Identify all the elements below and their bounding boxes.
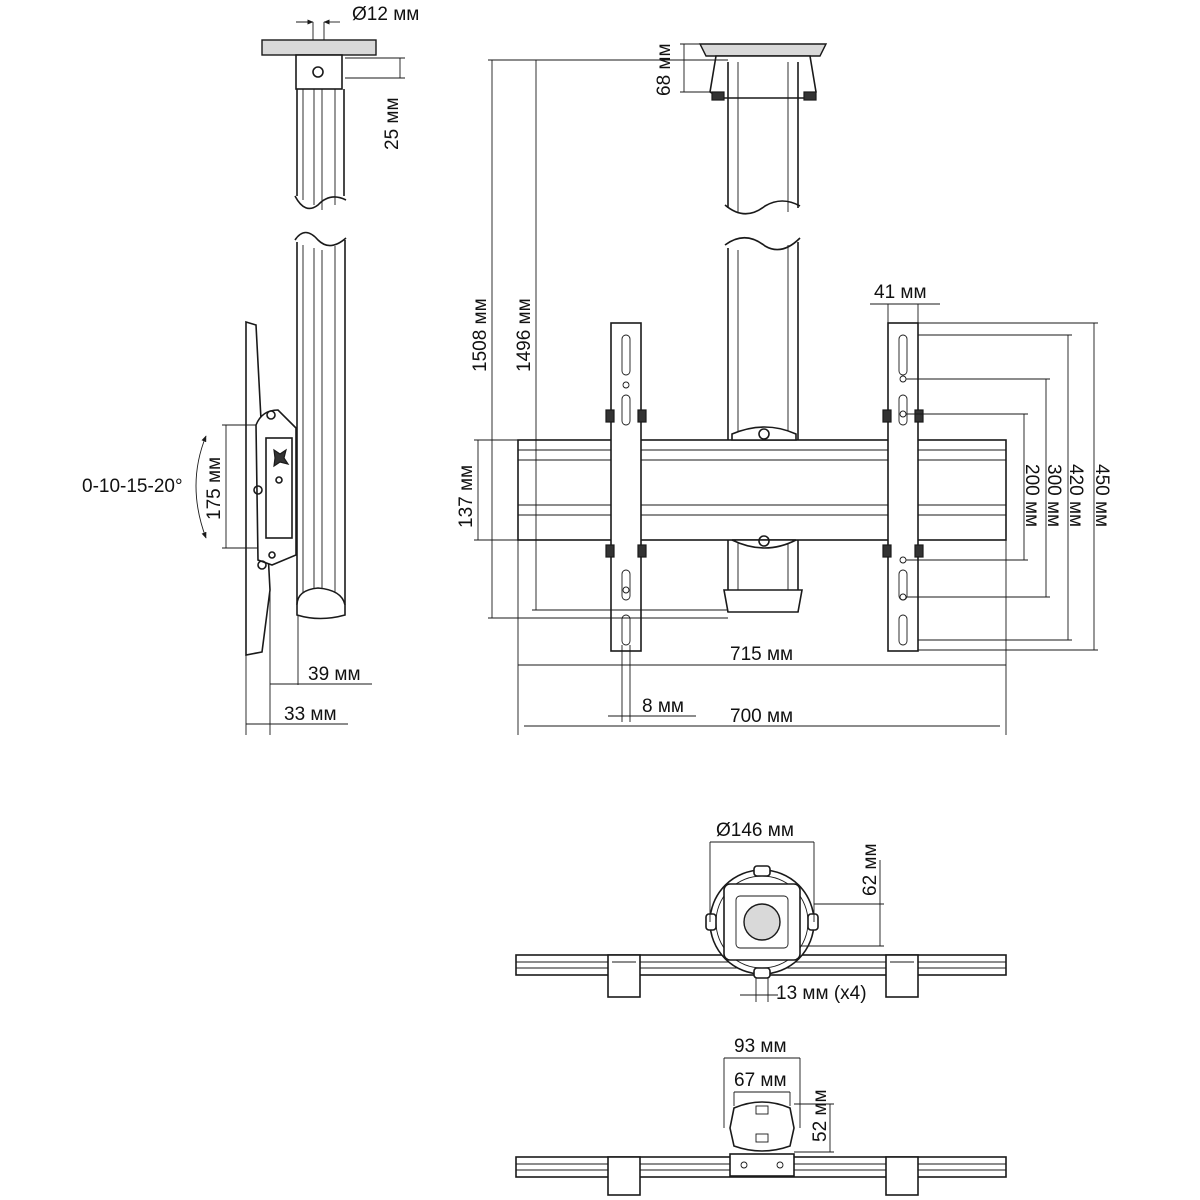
dim-column-height: 1496 мм (514, 298, 535, 372)
dim-rail-height: 137 мм (456, 465, 477, 528)
side-column-upper (294, 89, 347, 210)
dim-tilt-angles: 0-10-15-20° (82, 476, 183, 497)
side-view: Ø12 мм 25 мм 0-10-15-20° 175 мм 39 мм 33… (82, 4, 419, 735)
side-column-lower (294, 231, 347, 620)
front-view: 68 мм 1508 мм 1496 мм 137 мм 41 мм 450 м… (456, 43, 1112, 735)
dim-slot-offset: 8 мм (642, 696, 684, 717)
dim-depth-33: 33 мм (284, 704, 337, 725)
dim-bracket-height: 175 мм (204, 457, 225, 520)
front-column-lower (723, 236, 803, 613)
dim-flange-offset: 62 мм (860, 843, 881, 896)
dim-vesa-200: 200 мм (1021, 464, 1042, 527)
front-mounting-rail (517, 439, 1007, 541)
dim-pipe-diameter: Ø12 мм (352, 4, 419, 25)
dim-vesa-450: 450 мм (1091, 464, 1112, 527)
dim-upright-width: 41 мм (874, 282, 927, 303)
front-ceiling-bracket (709, 55, 817, 99)
side-tilt-cassette (265, 437, 293, 539)
top-left-clamp (607, 954, 641, 998)
dim-flange-diameter: Ø146 мм (716, 820, 794, 841)
bottom-right-clamp (885, 1156, 919, 1196)
top-view: Ø146 мм 62 мм 13 мм (x4) (515, 820, 1007, 1004)
front-ceiling-plate (698, 43, 828, 57)
dim-max-height: 1508 мм (470, 298, 491, 372)
dim-clamp-height: 52 мм (810, 1089, 831, 1142)
side-ceiling-bracket (295, 54, 343, 90)
tilt-arc (195, 435, 207, 539)
dim-total-width: 715 мм (730, 644, 793, 665)
logo-icon (273, 448, 290, 468)
dim-rail-width: 700 мм (730, 706, 793, 727)
dim-top-offset: 25 мм (382, 97, 403, 150)
right-upright (882, 322, 924, 652)
side-ceiling-plate (261, 39, 377, 56)
dim-clamp-width: 93 мм (734, 1036, 787, 1057)
side-bolt (312, 66, 324, 78)
front-column-upper (724, 62, 801, 215)
dim-hole-size: 13 мм (x4) (776, 983, 867, 1004)
left-upright (605, 322, 647, 652)
bottom-center-clamp (729, 1153, 795, 1177)
dim-vesa-300: 300 мм (1043, 464, 1064, 527)
top-right-clamp (885, 954, 919, 998)
bottom-view: 93 мм 67 мм 52 мм (515, 1036, 1007, 1196)
dim-vesa-420: 420 мм (1065, 464, 1086, 527)
dim-ceiling-plate: 68 мм (654, 43, 675, 96)
bottom-column-section (729, 1101, 795, 1152)
dim-depth-39: 39 мм (308, 664, 361, 685)
bottom-left-clamp (607, 1156, 641, 1196)
dim-clamp-inner: 67 мм (734, 1070, 787, 1091)
